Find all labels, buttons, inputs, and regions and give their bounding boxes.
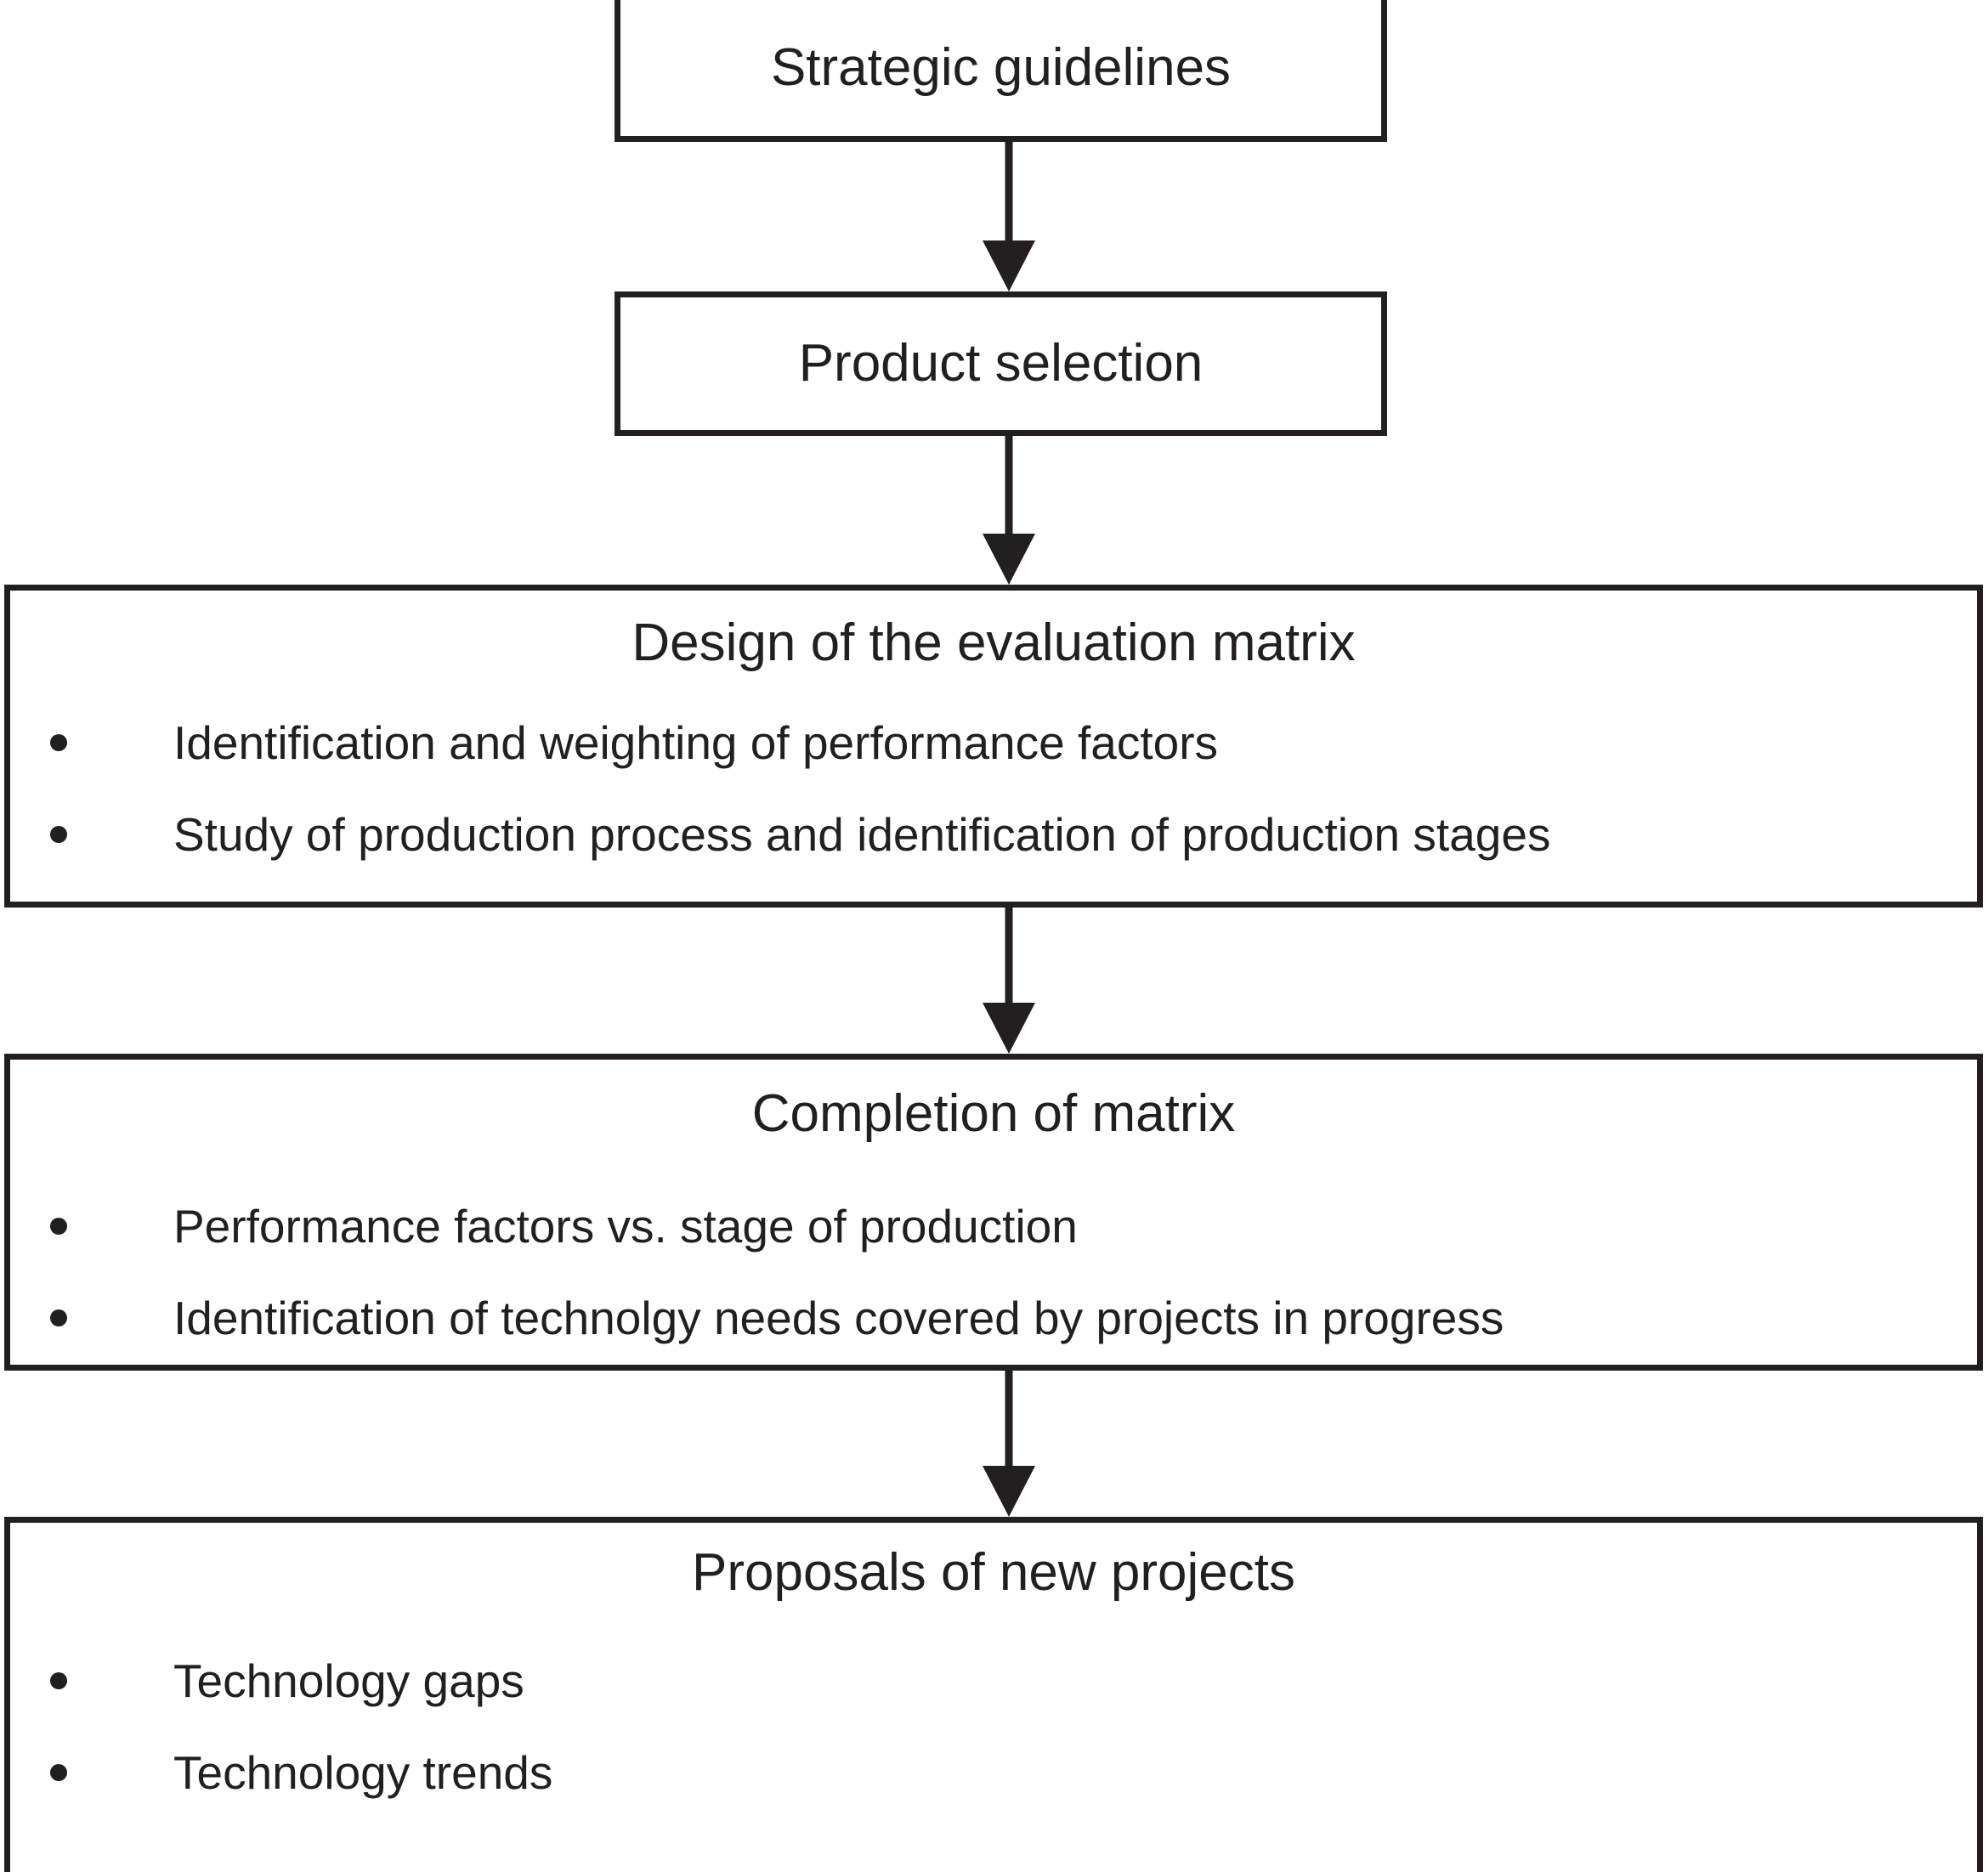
bullet-dot-icon xyxy=(50,1218,67,1235)
arrow-head xyxy=(983,534,1035,585)
bullet-dot-icon xyxy=(50,1309,67,1326)
arrow-head xyxy=(983,240,1035,291)
node-title-completion-matrix: Completion of matrix xyxy=(751,1084,1236,1143)
arrow-down-icon-3 xyxy=(983,908,1035,1054)
arrow-head xyxy=(983,1003,1035,1054)
bullet-list-proposals: Technology gaps Technology trends xyxy=(50,1635,1943,1818)
node-product-selection: Product selection xyxy=(615,291,1387,436)
bullet-dot-icon xyxy=(50,826,67,843)
node-strategic-guidelines: Strategic guidelines xyxy=(615,0,1387,142)
node-proposals: Proposals of new projects Technology gap… xyxy=(4,1517,1983,1872)
bullet-label: Identification and weighting of performa… xyxy=(173,715,1219,769)
arrow-down-icon-2 xyxy=(983,436,1035,585)
arrow-head xyxy=(983,1466,1035,1517)
arrow-down-icon-1 xyxy=(983,142,1035,291)
node-design-matrix: Design of the evaluation matrix Identifi… xyxy=(4,585,1983,908)
list-item: Identification and weighting of performa… xyxy=(50,697,1943,789)
arrow-shaft xyxy=(1005,142,1013,240)
bullet-label: Performance factors vs. stage of product… xyxy=(173,1199,1078,1253)
bullet-dot-icon xyxy=(50,1672,67,1689)
list-item: Study of production process and identifi… xyxy=(50,789,1943,880)
arrow-shaft xyxy=(1005,436,1013,534)
node-title-design-matrix: Design of the evaluation matrix xyxy=(632,614,1356,672)
bullet-dot-icon xyxy=(50,734,67,751)
bullet-list-design-matrix: Identification and weighting of performa… xyxy=(50,697,1943,880)
list-item: Technology gaps xyxy=(50,1635,1943,1727)
bullet-label: Technology gaps xyxy=(173,1654,524,1707)
arrow-shaft xyxy=(1005,1371,1013,1466)
node-title-product-selection: Product selection xyxy=(798,333,1204,393)
bullet-dot-icon xyxy=(50,1764,67,1781)
bullet-label: Study of production process and identifi… xyxy=(173,807,1551,861)
node-title-proposals: Proposals of new projects xyxy=(692,1543,1295,1602)
list-item: Identification of technolgy needs covere… xyxy=(50,1272,1943,1364)
node-completion-matrix: Completion of matrix Performance factors… xyxy=(4,1054,1983,1371)
arrow-down-icon-4 xyxy=(983,1371,1035,1517)
list-item: Performance factors vs. stage of product… xyxy=(50,1180,1943,1272)
bullet-label: Technology trends xyxy=(173,1745,553,1799)
bullet-label: Identification of technolgy needs covere… xyxy=(173,1291,1504,1344)
bullet-list-completion-matrix: Performance factors vs. stage of product… xyxy=(50,1180,1943,1364)
node-title-strategic-guidelines: Strategic guidelines xyxy=(770,37,1232,97)
arrow-shaft xyxy=(1005,908,1013,1003)
list-item: Technology trends xyxy=(50,1727,1943,1818)
